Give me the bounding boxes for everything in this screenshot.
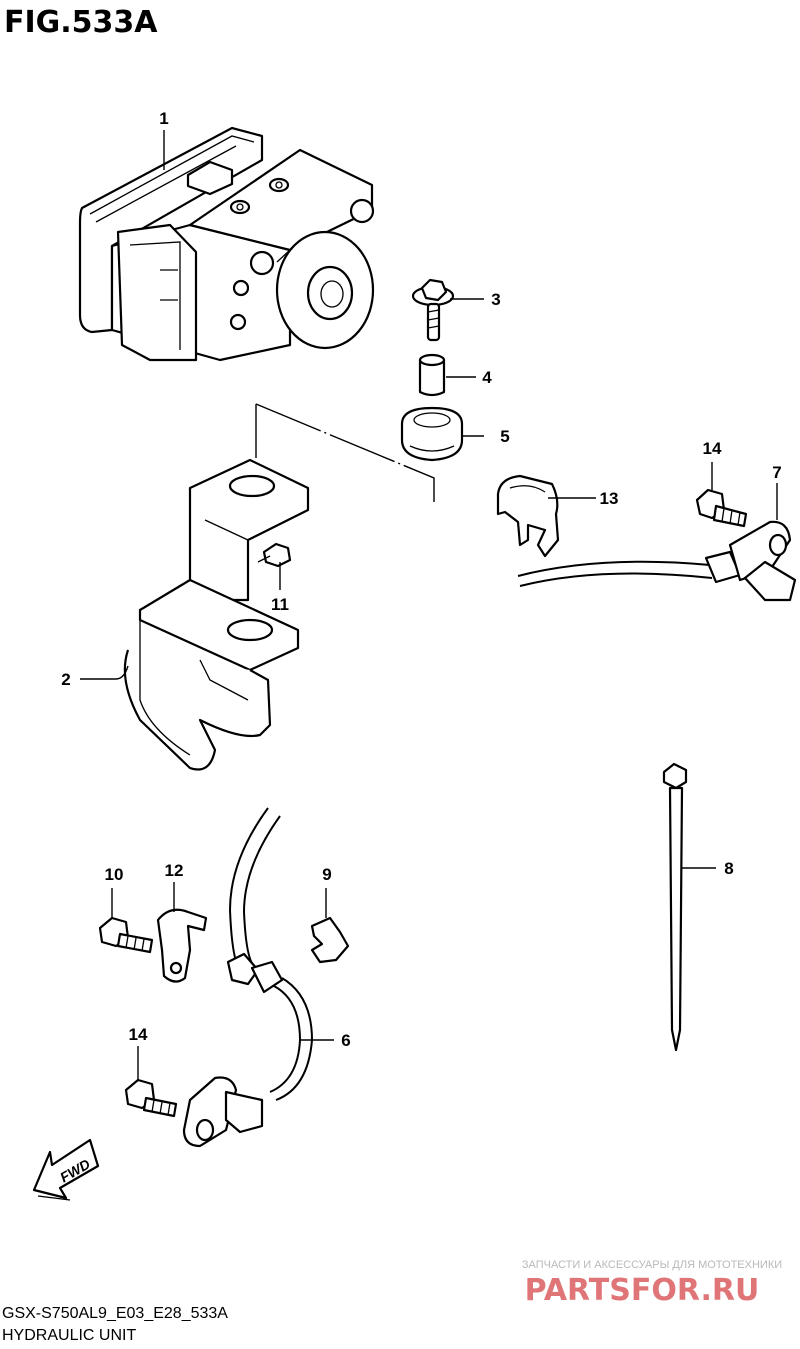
leader-lines: [80, 130, 778, 1080]
callout-1: 1: [159, 109, 168, 128]
callout-14-bottom: 14: [129, 1025, 148, 1044]
bolt-10-part: [98, 916, 154, 954]
callout-3: 3: [491, 290, 500, 309]
clamp-part: [496, 474, 560, 558]
rear-sensor-part: [182, 807, 314, 1148]
callout-7: 7: [772, 463, 781, 482]
grommet-part: [400, 406, 464, 462]
callout-10: 10: [105, 865, 124, 884]
bracket-bolt-part: [257, 542, 292, 568]
watermark-brand: PARTSFOR.RU: [525, 1273, 760, 1308]
callout-4: 4: [482, 368, 492, 387]
bolt-part: [411, 278, 455, 342]
sensor-bolt-top-part: [695, 488, 748, 528]
hydraulic-unit-part: [78, 126, 375, 362]
callout-12: 12: [165, 861, 184, 880]
front-sensor-part: [517, 520, 797, 602]
callout-5: 5: [500, 427, 509, 446]
callout-8: 8: [724, 859, 733, 878]
bracket-part: [123, 458, 310, 771]
callout-11: 11: [271, 595, 289, 614]
figure-title: FIG.533A: [4, 5, 158, 40]
watermark-tagline: ЗАПЧАСТИ И АКСЕССУАРЫ ДЛЯ МОТОТЕХНИКИ: [522, 1259, 782, 1271]
fwd-arrow-icon: FWD: [32, 1138, 100, 1201]
callout-6: 6: [341, 1031, 350, 1050]
callout-13: 13: [600, 489, 619, 508]
callout-2: 2: [61, 670, 70, 689]
clamp-12-part: [156, 908, 208, 983]
assembly-guide-line: [255, 403, 435, 502]
sensor-bolt-bottom-part: [124, 1078, 178, 1118]
callout-14-top: 14: [703, 439, 722, 458]
callout-9: 9: [322, 865, 331, 884]
spacer-part: [418, 353, 446, 397]
model-code: GSX-S750AL9_E03_E28_533A: [2, 1305, 228, 1322]
section-name: HYDRAULIC UNIT: [2, 1327, 136, 1344]
cable-tie-part: [662, 762, 688, 1052]
wire-clip-part: [310, 916, 350, 964]
